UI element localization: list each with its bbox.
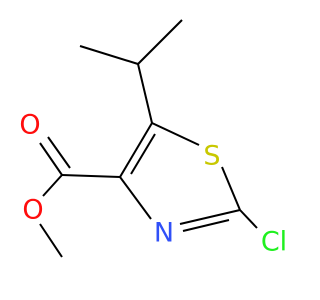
atom-label-oxygen-ester: O [22,195,43,226]
atom-label-chlorine: Cl [261,227,287,258]
bond-c4-c5-outer [119,122,153,178]
bond-carbonyl-double-2 [47,136,71,169]
bond-isopropyl-methyl-left [79,45,139,65]
bond-isopropyl-to-ring [137,63,153,124]
bond-carbonyl-double-1 [39,142,63,176]
bond-ester-oxygen-to-methyl [39,223,63,258]
bond-c4-carbonyl-carbon [61,174,121,178]
bond-carbonyl-to-ester-oxygen [42,174,63,197]
bond-c2-cl [239,209,258,229]
molecule-structure-diagram: O O S N Cl [19,19,287,258]
bond-c5-s1 [151,122,200,146]
bond-c2-n3-outer [179,209,241,225]
bond-s1-c2 [221,166,241,211]
bond-n3-c4 [119,176,152,220]
atom-label-sulfur: S [203,141,220,172]
bond-isopropyl-methyl-right [137,19,183,65]
atom-label-oxygen-carbonyl: O [19,110,40,141]
bond-c4-c5-inner [130,133,156,175]
atom-label-nitrogen: N [154,218,174,249]
bond-c2-n3-inner [182,219,230,232]
